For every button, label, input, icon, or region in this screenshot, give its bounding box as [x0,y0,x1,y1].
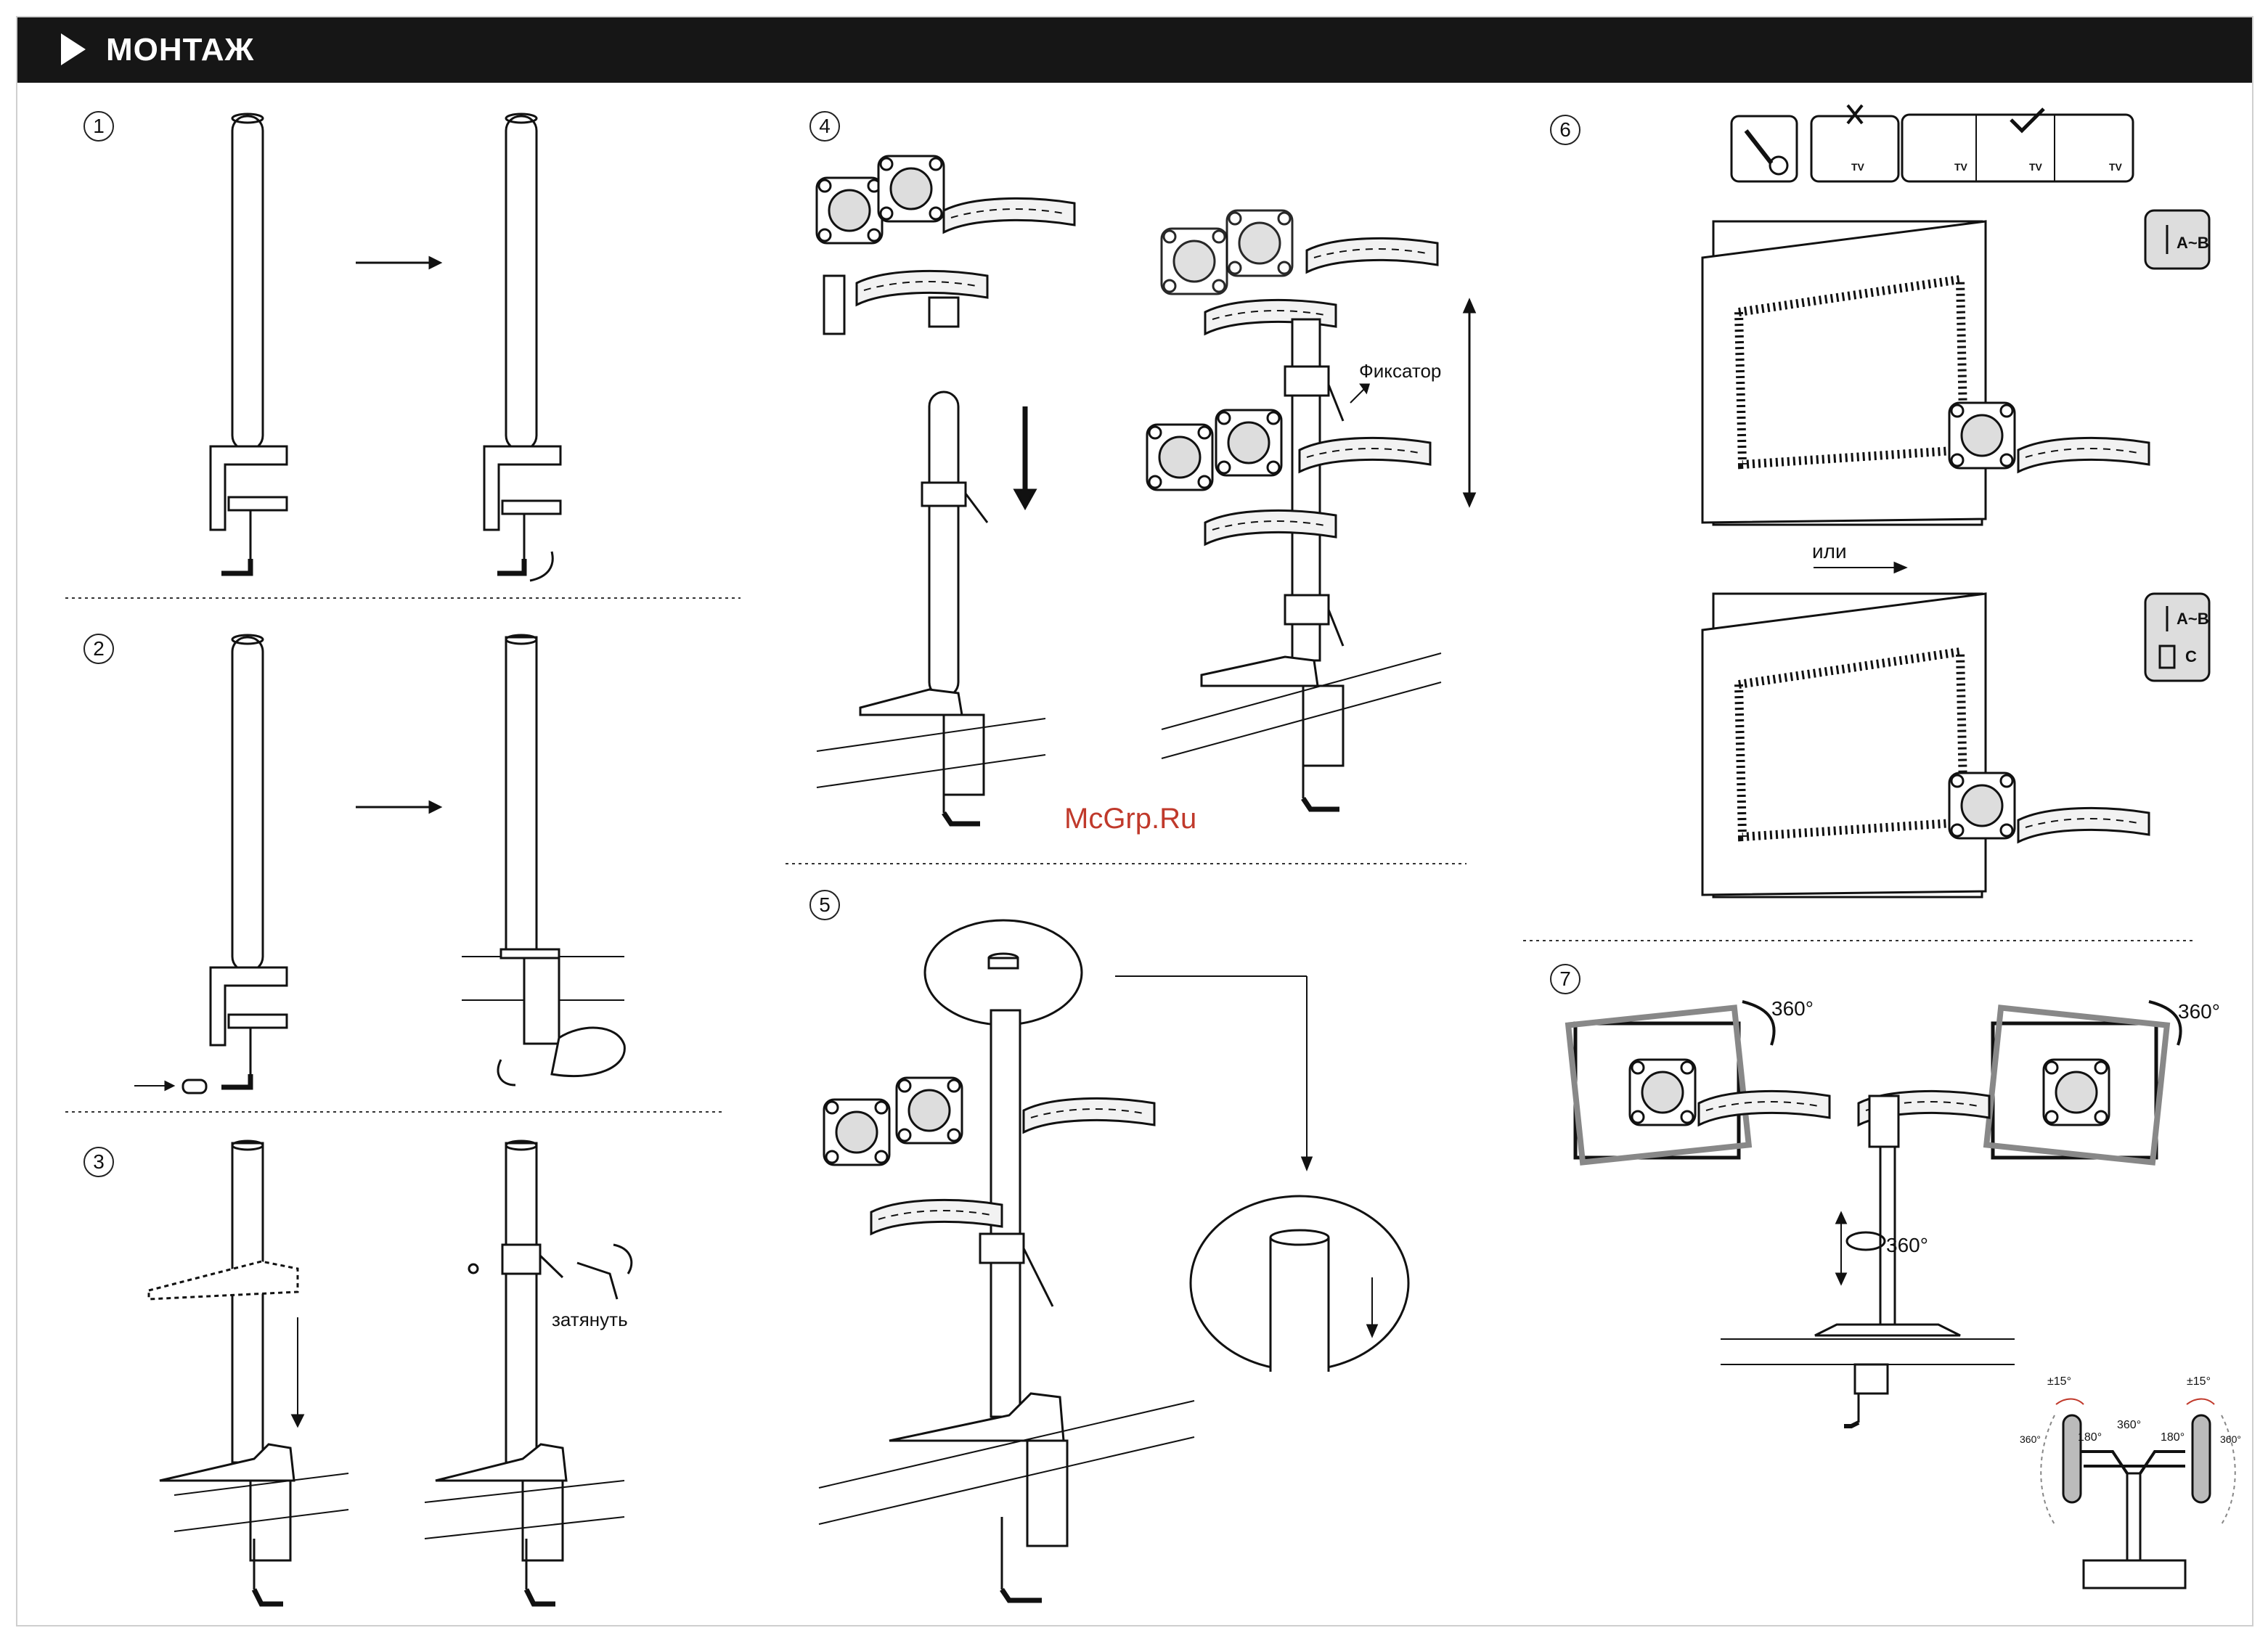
step-number: 2 [83,634,114,664]
rotation-label: 360° [1886,1234,1928,1257]
rotation-label: 360° [2178,1000,2220,1023]
screw-size-label: A~B [2177,610,2209,629]
tv-label: TV [2029,161,2042,173]
rotation-label: 360° [2020,1433,2041,1445]
step3-drawing [149,1141,632,1604]
tighten-label: затянуть [552,1309,628,1331]
screw-size-label: A~B [2177,234,2209,253]
step1-drawing [211,114,560,581]
tv-label: TV [2109,161,2122,173]
or-label: или [1812,540,1847,563]
step-number: 3 [83,1147,114,1177]
step4-drawing [817,156,1474,824]
tilt-label: ±15° [2047,1375,2071,1388]
step-number: 4 [809,111,840,142]
tilt-label: ±15° [2187,1375,2211,1388]
step6-drawing [1702,105,2209,897]
lock-label: Фиксатор [1359,360,1441,382]
rotation-label: 360° [2220,1433,2241,1445]
step-number: 7 [1550,964,1580,994]
step5-drawing [819,920,1408,1600]
swivel-label: 360° [2117,1419,2141,1432]
tv-label: TV [1954,161,1967,173]
step-number: 6 [1550,115,1580,145]
rotation-label: 360° [1771,997,1814,1020]
step2-drawing [134,635,624,1093]
swivel-label: 180° [2161,1431,2185,1444]
step7-drawing [1568,1002,2235,1588]
tv-label: TV [1851,161,1864,173]
step-number: 1 [83,111,114,142]
spacer-label: C [2185,647,2197,666]
swivel-label: 180° [2078,1431,2102,1444]
step-number: 5 [809,890,840,920]
watermark: McGrp.Ru [1064,803,1196,835]
